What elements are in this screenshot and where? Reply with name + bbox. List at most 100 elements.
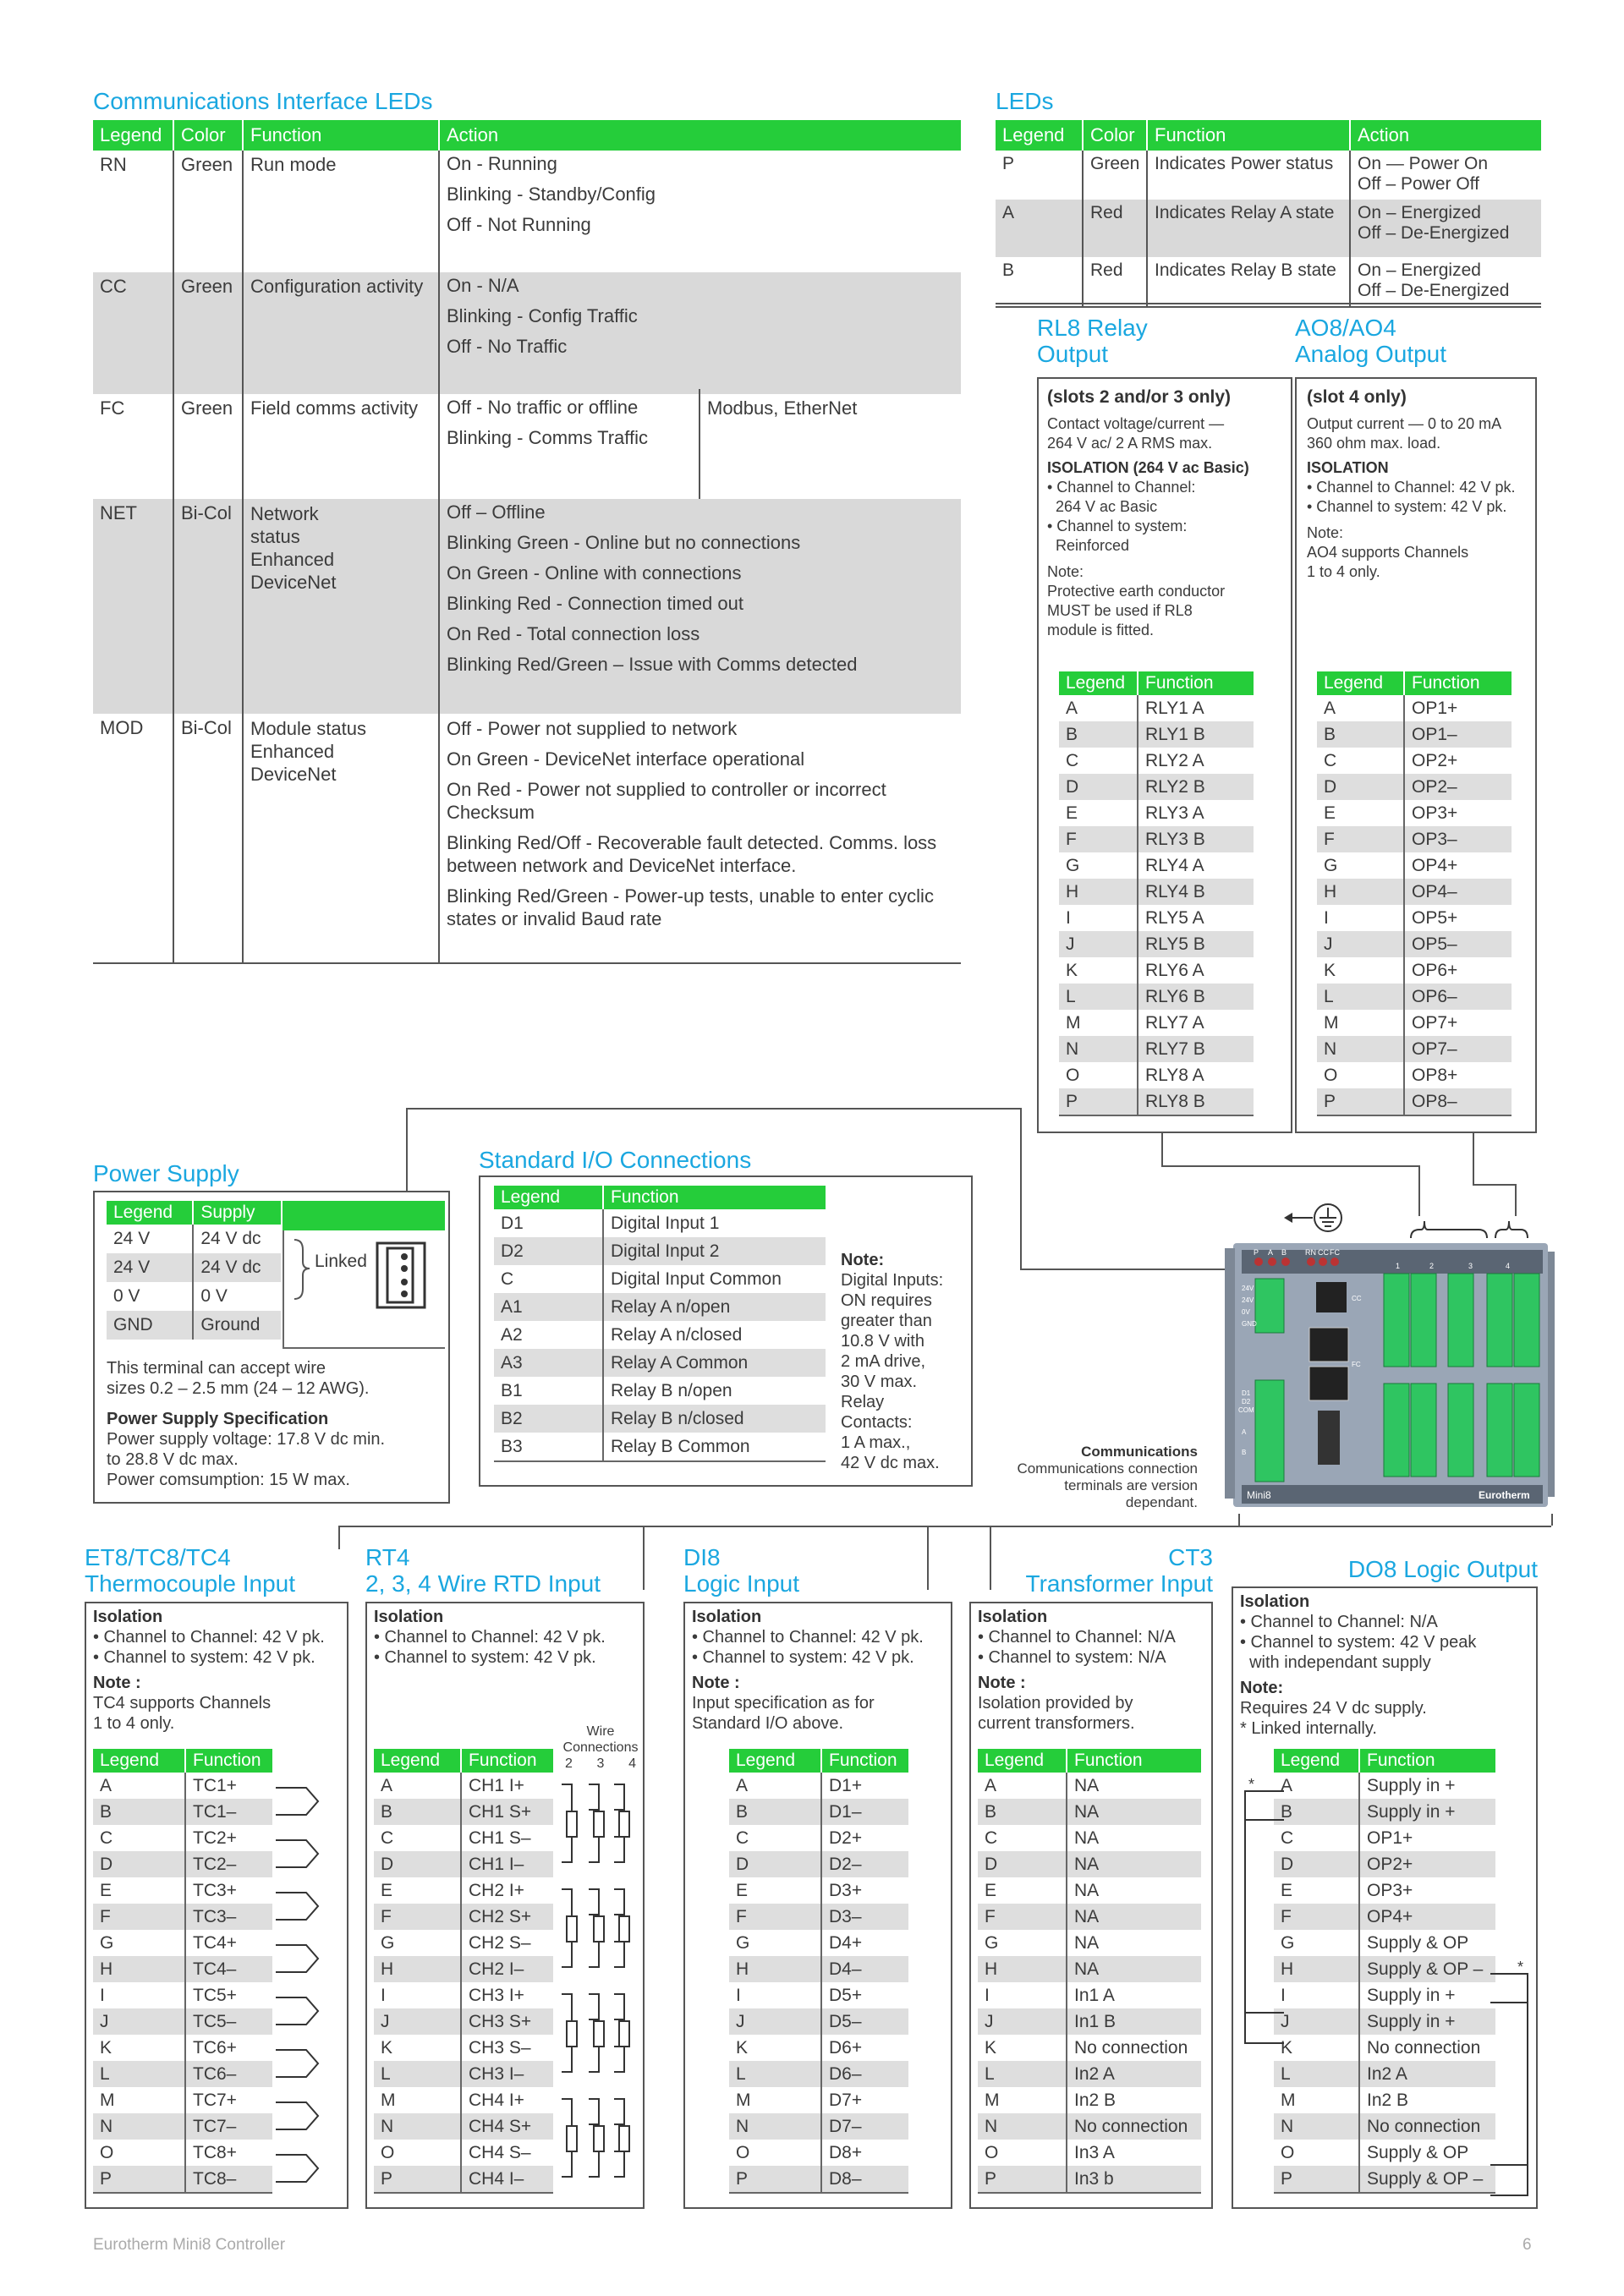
pin-function: CH4 S+ [460,2113,553,2140]
comms-rn-action: Off - Not Running [447,214,591,235]
device-module-terminals-top [1383,1273,1540,1367]
pin-function: RLY3 B [1137,826,1254,852]
pin-function: NA [1066,1956,1201,1982]
pin-function: D6+ [820,2035,908,2061]
device-slot-number: 3 [1468,1262,1473,1270]
earth-icon [1284,1203,1342,1232]
device-pwr-label: GND [1242,1320,1257,1328]
leds-header-function: Function [1148,120,1351,151]
pin-legend: E [1281,1880,1293,1900]
comms-mod-action: Blinking Red/Green - Power-up tests, una… [447,885,934,929]
std-io-legend: B2 [494,1405,603,1433]
pin-function: OP4+ [1358,1904,1495,1930]
pin-legend: M [1066,1012,1081,1033]
leds-bottom-divider [996,303,1541,304]
leds-table: Legend Color Function Action P Green Ind… [996,120,1541,308]
pin-legend: O [736,2142,750,2162]
rl8-iso-title: ISOLATION (264 V ac Basic) [1047,459,1249,476]
pin-function: CH3 I+ [460,1982,553,2008]
pin-function: OP3+ [1358,1877,1495,1904]
pin-function: D4– [820,1956,908,1982]
et8-iso-title: Isolation [93,1608,163,1626]
rt4-wire-num: 4 [628,1756,636,1771]
rt4-title-line2: 2, 3, 4 Wire RTD Input [365,1570,601,1597]
pin-function: In2 A [1066,2061,1201,2087]
et8-title-line2: Thermocouple Input [85,1570,296,1597]
power-spec-line: Power supply voltage: 17.8 V dc min. [107,1430,386,1449]
pin-function: D4+ [820,1930,908,1956]
pin-function: RLY7 A [1137,1010,1254,1036]
pin-function: Supply & OP [1358,2140,1495,2166]
comms-net-function-line: DeviceNet [250,572,337,593]
pin-legend: A [1281,1775,1293,1795]
pin-legend: H [1317,879,1404,905]
comms-header-legend: Legend [93,120,174,151]
rt4-wire-title: Wire [586,1724,615,1739]
pin-function: TC4+ [184,1930,272,1956]
device-led-label: CC [1318,1248,1329,1257]
device-port-label: FC [1352,1361,1361,1368]
pin-legend: A [381,1775,393,1795]
pin-legend: B [1274,1799,1359,1825]
power-spec-line: to 28.8 V dc max. [107,1450,239,1469]
comms-header-function: Function [244,120,440,151]
comms-net-function-line: Network [250,503,319,524]
device-io-label: D2 [1242,1398,1251,1406]
pin-legend: J [978,2008,1067,2035]
di8-title-line2: Logic Input [683,1570,799,1597]
do8-header-function: Function [1358,1749,1495,1773]
footer-title: Eurotherm Mini8 Controller [93,2236,286,2254]
std-io-title: Standard I/O Connections [479,1147,752,1173]
device-bottom-strip [1242,1485,1543,1504]
module-connector [1238,1514,1240,1526]
pin-legend: J [1059,931,1138,957]
comms-net-action: Blinking Green - Online but no connectio… [447,532,801,553]
leds-a-legend: A [996,200,1084,257]
pin-legend: H [978,1956,1067,1982]
std-io-note-line: Relay [841,1393,885,1411]
et8-title-line1: ET8/TC8/TC4 [85,1544,231,1570]
pin-function: CH1 S+ [460,1799,553,1825]
power-wire-line: This terminal can accept wire [107,1359,326,1378]
pin-function: OP8– [1403,1088,1512,1116]
device-io-label: B [1242,1449,1246,1456]
ao8-title-line2: Analog Output [1295,341,1447,367]
device-pwr-label: 0V [1242,1308,1250,1316]
leds-a-action-line: On – Energized [1358,203,1481,222]
pin-row: M RLY7 A [1059,1010,1254,1036]
rl8-iso-line: 264 V ac Basic [1047,498,1158,515]
std-io-header-function: Function [602,1186,826,1209]
pin-legend: P [1274,2166,1359,2194]
comms-mod-action: On Red - Power not supplied to controlle… [447,779,886,823]
et8-header-legend: Legend [93,1749,185,1773]
comms-mod-function-line: Enhanced [250,741,335,762]
pin-legend: K [1066,960,1078,980]
leds-b-color: Red [1084,257,1148,306]
pin-function: In3 b [1066,2166,1201,2194]
std-io-connector [1020,1269,1238,1270]
std-io-connector [1020,1108,1022,1269]
